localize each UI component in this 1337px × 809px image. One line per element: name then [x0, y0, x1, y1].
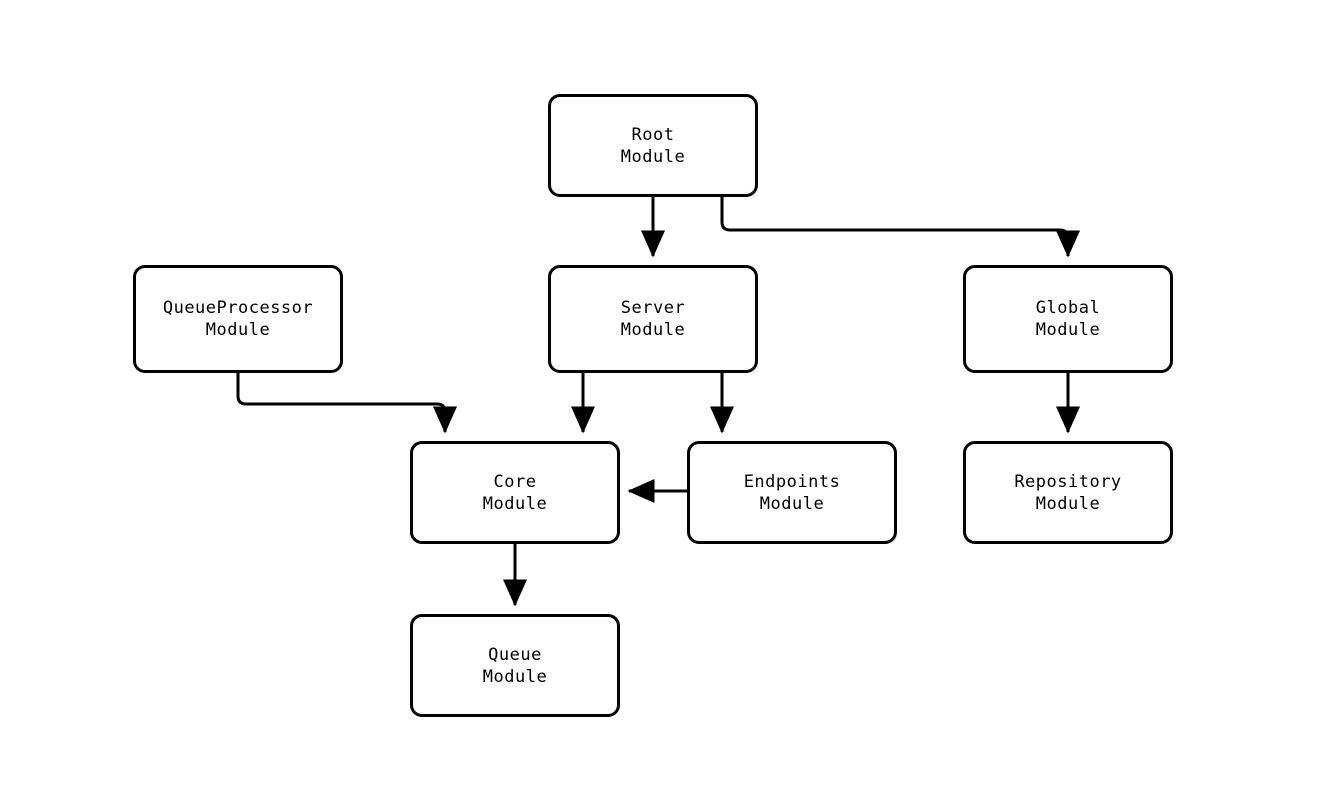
node-label-line2: Module — [1035, 493, 1101, 514]
node-label-line2: Module — [759, 493, 825, 514]
node-label-line1: Root — [631, 124, 675, 145]
node-label-line2: Module — [482, 493, 548, 514]
node-label-line2: Module — [205, 320, 271, 340]
node-label-line2: Module — [482, 666, 548, 687]
node-label-line1: QueueProcessor — [162, 298, 314, 318]
node-label-line1: Queue — [488, 644, 542, 665]
node-label-line2: Module — [620, 146, 686, 167]
edges-group — [236, 197, 1080, 607]
node-label-line2: Module — [620, 320, 686, 340]
node-label-line1: Endpoints — [743, 471, 841, 492]
node-label-line1: Server — [620, 298, 686, 318]
edge-queueprocessor-to-core — [236, 373, 457, 434]
node-label-line1: Repository — [1014, 471, 1122, 492]
node-label-line1: Core — [493, 471, 537, 492]
node-label-line1: Global — [1035, 298, 1101, 318]
edge-root-to-global — [720, 197, 1080, 258]
node-label-line2: Module — [1035, 320, 1101, 340]
